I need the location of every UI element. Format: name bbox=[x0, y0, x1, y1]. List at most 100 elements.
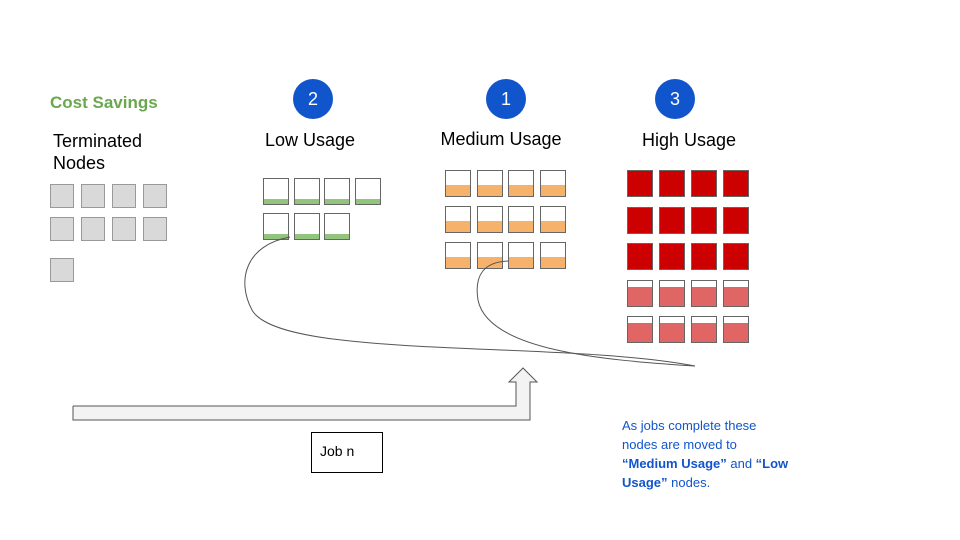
curve-to-medium-usage bbox=[476, 260, 696, 367]
high-usage-node-full bbox=[627, 170, 653, 197]
high-usage-node-full-fill bbox=[628, 244, 652, 269]
high-usage-node-full bbox=[691, 243, 717, 270]
high-usage-node-partial bbox=[627, 316, 653, 343]
high-usage-node-full bbox=[691, 206, 717, 234]
note-medium-label: “Medium Usage” bbox=[622, 456, 727, 471]
high-usage-node-full-fill bbox=[660, 244, 684, 269]
high-usage-node-full-fill bbox=[692, 207, 716, 233]
high-usage-node-full-fill bbox=[724, 171, 748, 196]
medium-usage-node-fill bbox=[509, 220, 533, 232]
medium-usage-node bbox=[508, 206, 534, 233]
medium-usage-node-fill bbox=[446, 256, 470, 268]
low-usage-node-fill bbox=[264, 234, 288, 239]
high-usage-node-partial bbox=[627, 279, 653, 307]
high-usage-node-partial-fill bbox=[724, 286, 748, 306]
low-usage-node-fill bbox=[294, 234, 319, 239]
low-usage-node-fill bbox=[294, 199, 319, 204]
high-usage-node-full-fill bbox=[660, 207, 684, 233]
medium-usage-node-fill bbox=[446, 184, 470, 196]
high-usage-node-partial-fill bbox=[628, 286, 652, 306]
low-usage-node bbox=[263, 178, 289, 205]
medium-usage-node-fill bbox=[540, 184, 565, 196]
high-usage-node-full-fill bbox=[724, 207, 748, 233]
medium-usage-node bbox=[508, 170, 534, 197]
medium-usage-node-fill bbox=[540, 256, 565, 268]
high-usage-node-full bbox=[659, 243, 685, 270]
terminated-node bbox=[143, 184, 167, 208]
note-line-2: nodes are moved to bbox=[622, 437, 737, 452]
medium-usage-node-fill bbox=[540, 220, 565, 232]
low-usage-node bbox=[354, 178, 381, 205]
high-usage-node-partial bbox=[659, 316, 685, 343]
low-usage-node bbox=[324, 178, 350, 205]
high-usage-node-partial-fill bbox=[724, 323, 748, 342]
high-usage-node-partial bbox=[723, 279, 749, 307]
note-line-1: As jobs complete these bbox=[622, 418, 757, 433]
note-and-text: and bbox=[726, 456, 756, 471]
high-usage-node-full-fill bbox=[692, 244, 716, 269]
terminated-nodes-title: Terminated Nodes bbox=[53, 131, 143, 173]
medium-usage-node bbox=[476, 242, 503, 269]
note-low-label: “Low bbox=[755, 456, 789, 471]
high-usage-node-partial bbox=[723, 316, 749, 343]
note-end-text: nodes. bbox=[667, 475, 711, 490]
high-usage-node-partial-fill bbox=[660, 286, 684, 306]
high-usage-node-partial bbox=[691, 316, 717, 343]
high-usage-node-full bbox=[723, 206, 749, 234]
high-usage-node-partial bbox=[691, 279, 717, 307]
high-usage-node-full-fill bbox=[628, 207, 652, 233]
low-usage-node bbox=[293, 213, 320, 240]
terminated-node bbox=[143, 217, 167, 241]
medium-usage-node-fill bbox=[509, 256, 533, 268]
low-usage-node-fill bbox=[355, 199, 380, 204]
terminated-node bbox=[81, 184, 105, 208]
terminated-node bbox=[50, 184, 74, 208]
low-usage-node bbox=[293, 178, 320, 205]
terminated-node bbox=[50, 217, 74, 241]
high-usage-node-partial bbox=[659, 279, 685, 307]
high-usage-node-full bbox=[627, 206, 653, 234]
low-usage-title: Low Usage bbox=[264, 130, 356, 150]
high-usage-node-full-fill bbox=[692, 171, 716, 196]
migration-note: As jobs complete these nodes are moved t… bbox=[622, 416, 832, 492]
high-usage-node-full bbox=[691, 170, 717, 197]
job-arrow bbox=[72, 367, 539, 421]
high-usage-node-partial-fill bbox=[692, 323, 716, 342]
terminated-node bbox=[50, 258, 74, 282]
high-usage-node-full bbox=[723, 170, 749, 197]
curve-to-low-usage bbox=[244, 236, 696, 367]
high-usage-node-full bbox=[659, 206, 685, 234]
medium-usage-node bbox=[539, 206, 566, 233]
medium-usage-node bbox=[539, 242, 566, 269]
medium-usage-node bbox=[445, 170, 471, 197]
low-usage-node-fill bbox=[325, 234, 349, 239]
medium-usage-node-fill bbox=[477, 256, 502, 268]
medium-usage-node-fill bbox=[446, 220, 470, 232]
cost-savings-title: Cost Savings bbox=[50, 93, 158, 112]
medium-usage-node bbox=[508, 242, 534, 269]
medium-usage-node bbox=[445, 206, 471, 233]
terminated-node bbox=[81, 217, 105, 241]
low-usage-node-fill bbox=[264, 199, 288, 204]
low-usage-node bbox=[263, 213, 289, 240]
badge-high-usage: 3 bbox=[655, 79, 695, 119]
high-usage-node-full bbox=[723, 243, 749, 270]
note-low-label-2: Usage” bbox=[622, 475, 668, 490]
low-usage-node bbox=[324, 213, 350, 240]
terminated-node bbox=[112, 217, 136, 241]
high-usage-node-full-fill bbox=[660, 171, 684, 196]
terminated-node bbox=[112, 184, 136, 208]
high-usage-node-partial-fill bbox=[692, 286, 716, 306]
medium-usage-node-fill bbox=[477, 184, 502, 196]
high-usage-node-full bbox=[627, 243, 653, 270]
high-usage-node-partial-fill bbox=[628, 323, 652, 342]
medium-usage-node-fill bbox=[477, 220, 502, 232]
badge-low-usage: 2 bbox=[293, 79, 333, 119]
high-usage-node-full bbox=[659, 170, 685, 197]
medium-usage-title: Medium Usage bbox=[440, 129, 562, 149]
medium-usage-node bbox=[476, 206, 503, 233]
badge-medium-usage: 1 bbox=[486, 79, 526, 119]
job-n-box: Job n bbox=[311, 432, 383, 473]
medium-usage-node-fill bbox=[509, 184, 533, 196]
